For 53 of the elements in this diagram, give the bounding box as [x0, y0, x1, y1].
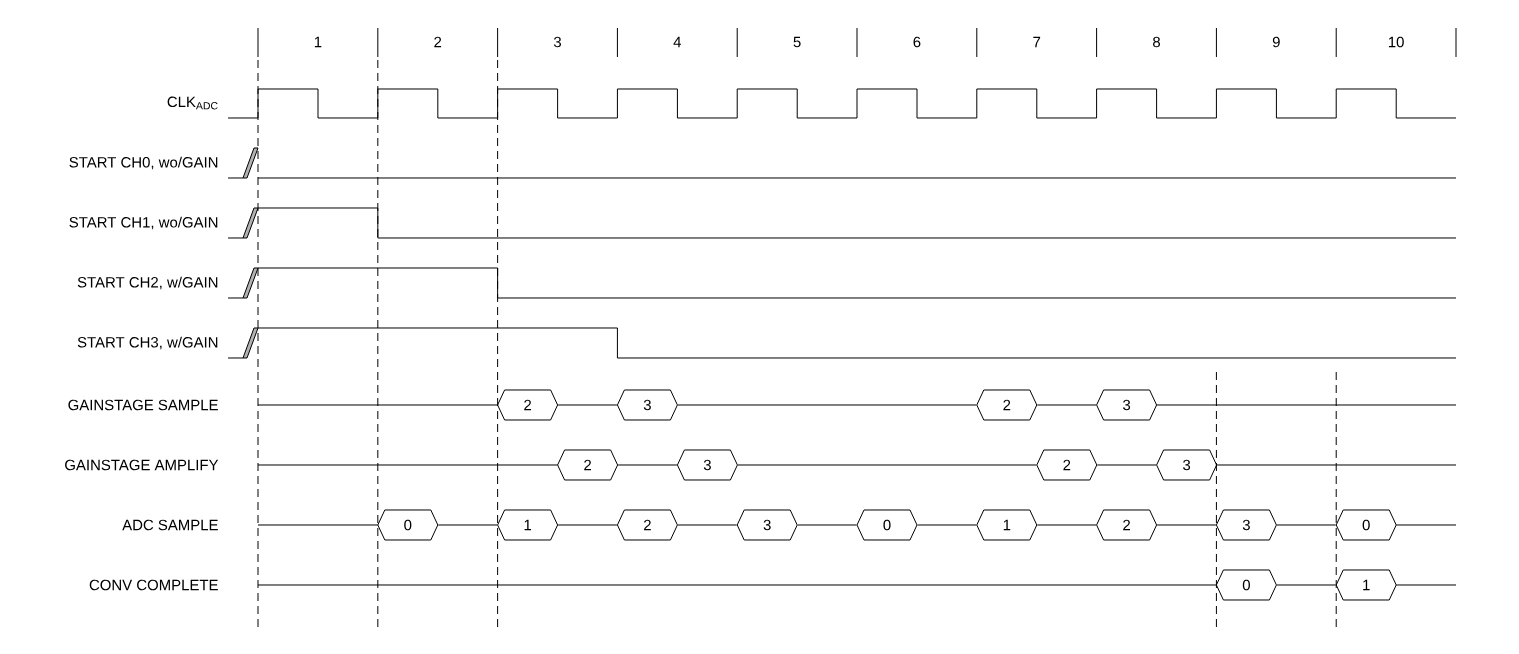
- signal-line: [1096, 464, 1157, 466]
- bus-value: 0: [377, 509, 439, 541]
- cycle-number: 6: [913, 36, 921, 48]
- signal-name: CLK$_{ADC}$: [167, 96, 218, 110]
- signal-line: [677, 404, 977, 406]
- signal-line: [1276, 584, 1337, 586]
- bus-value: 2: [616, 509, 678, 541]
- bus-value: 3: [1096, 389, 1158, 421]
- bus-value: 3: [616, 389, 678, 421]
- signal-name: START CH3, w/GAIN: [77, 336, 218, 350]
- bus-value: 1: [1335, 569, 1397, 601]
- cycle-number: 8: [1153, 36, 1160, 48]
- bus-value: 2: [1096, 509, 1158, 541]
- signal-name: GAINSTAGE AMPLIFY: [65, 459, 219, 471]
- cycle-number: 3: [553, 36, 561, 48]
- bus-value: 3: [676, 449, 738, 481]
- bus-value: 0: [856, 509, 918, 541]
- signal-line: [797, 524, 857, 526]
- bus-value: 0: [1215, 569, 1277, 601]
- bus-value: 2: [497, 389, 559, 421]
- cycle-number: 9: [1272, 36, 1280, 48]
- signal-line: [557, 524, 618, 526]
- signal-name: CONV COMPLETE: [89, 579, 218, 591]
- signal-line: [1276, 524, 1337, 526]
- signal-line: [617, 464, 678, 466]
- bus-value: 3: [736, 509, 798, 541]
- cycle-number: 2: [434, 36, 442, 48]
- cycle-number: 7: [1033, 36, 1041, 48]
- bus-value: 2: [1036, 449, 1098, 481]
- signal-line: [1036, 404, 1097, 406]
- signal-name: ADC SAMPLE: [122, 519, 218, 531]
- bus-value: 3: [1156, 449, 1218, 481]
- signal-line: [737, 464, 1037, 466]
- signal-line: [1156, 524, 1217, 526]
- bus-value: 1: [497, 509, 559, 541]
- signal-line: [1036, 524, 1097, 526]
- bus-value: 1: [976, 509, 1038, 541]
- signal-line: [677, 524, 738, 526]
- cycle-number: 1: [314, 36, 322, 48]
- signal-name: START CH0, wo/GAIN: [69, 156, 218, 170]
- bus-value: 2: [557, 449, 619, 481]
- signal-name: START CH1, wo/GAIN: [69, 216, 218, 230]
- bus-value: 2: [976, 389, 1038, 421]
- bus-value: 3: [1215, 509, 1277, 541]
- signal-name: START CH2, w/GAIN: [77, 276, 218, 290]
- cycle-number: 4: [673, 36, 682, 48]
- cycle-number: 10: [1388, 36, 1404, 48]
- bus-value: 0: [1335, 509, 1397, 541]
- signal-line: [557, 404, 618, 406]
- cycle-number: 5: [793, 36, 801, 48]
- signal-line: [437, 524, 498, 526]
- signal-line: [917, 524, 977, 526]
- signal-name: GAINSTAGE SAMPLE: [68, 399, 218, 411]
